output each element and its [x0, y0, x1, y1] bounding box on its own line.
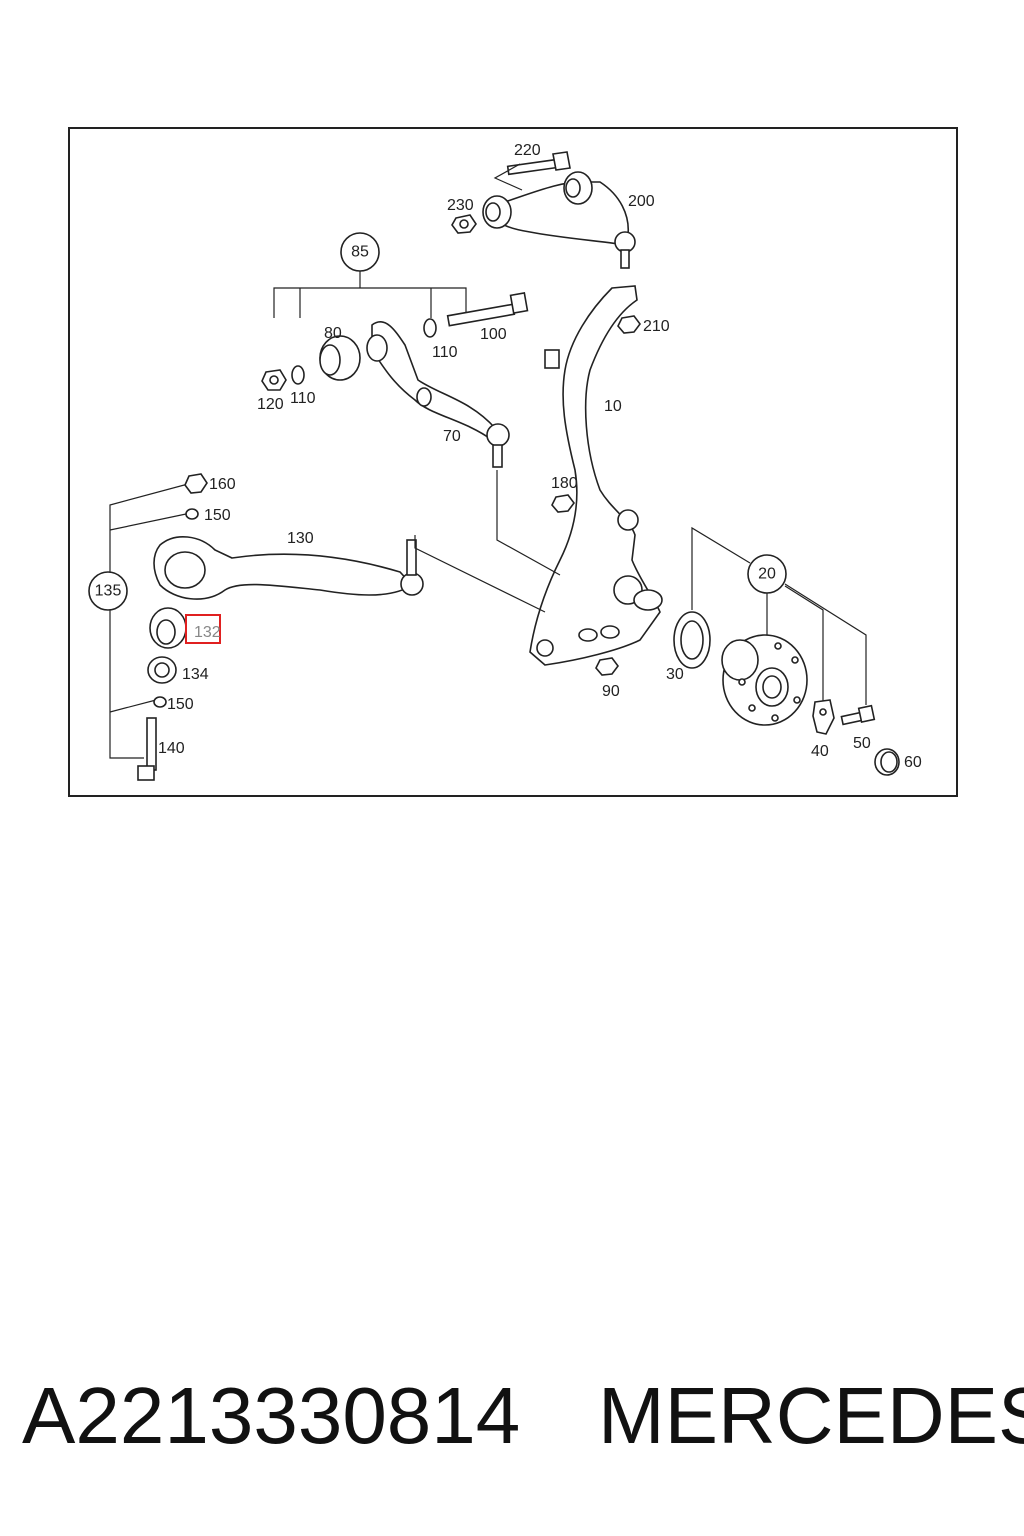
callout-132: 132 [194, 624, 221, 641]
bolt-50 [840, 704, 876, 726]
callout-220: 220 [514, 142, 541, 159]
part-number: A2213330814 [22, 1371, 521, 1460]
nut-230 [451, 214, 477, 234]
callout-135: 135 [95, 583, 122, 600]
callout-10: 10 [604, 398, 622, 415]
part-40 [812, 699, 835, 735]
callout-30: 30 [666, 666, 684, 683]
callout-90: 90 [602, 683, 620, 700]
callout-230: 230 [447, 197, 474, 214]
callout-110-left: 110 [290, 390, 316, 407]
callout-20: 20 [758, 566, 776, 583]
nut-160 [184, 473, 208, 494]
wheel-hub [721, 634, 808, 726]
callout-150-top: 150 [204, 507, 231, 524]
washer-110-left [291, 365, 305, 385]
callout-160: 160 [209, 476, 236, 493]
callout-80: 80 [324, 325, 342, 342]
bolt-140 [137, 717, 157, 781]
nut-90 [595, 657, 619, 676]
nut-210 [617, 315, 641, 334]
footer: A2213330814 MERCEDES [0, 1370, 1024, 1470]
callout-134: 134 [182, 666, 209, 683]
callout-100: 100 [480, 326, 507, 343]
washer-150-top [185, 508, 199, 520]
callout-200: 200 [628, 193, 655, 210]
cap-60 [874, 748, 900, 776]
nut-180 [551, 494, 575, 513]
bolt-100 [446, 291, 529, 327]
highlight-box-132 [185, 614, 221, 644]
callout-120: 120 [257, 396, 284, 413]
callout-210: 210 [643, 318, 670, 335]
callout-130: 130 [287, 530, 314, 547]
callout-140: 140 [158, 740, 185, 757]
brand-name: MERCEDES [598, 1371, 1024, 1460]
washer-110-right [423, 318, 437, 338]
bushing-132 [149, 607, 187, 649]
callout-50: 50 [853, 735, 871, 752]
upper-arm-70 [366, 321, 510, 468]
callout-85: 85 [351, 244, 369, 261]
steering-knuckle-10 [529, 285, 663, 666]
callout-60: 60 [904, 754, 922, 771]
washer-150-bottom [153, 696, 167, 708]
callout-110-right: 110 [432, 344, 458, 361]
lower-arm-130 [153, 535, 424, 600]
callout-40: 40 [811, 743, 829, 760]
callout-180: 180 [551, 475, 578, 492]
nut-120 [261, 369, 287, 391]
group-135-circle [88, 571, 128, 611]
callout-150-bottom: 150 [167, 696, 194, 713]
upper-control-arm [482, 171, 636, 269]
bushing-80 [319, 335, 361, 381]
diagram-frame [68, 127, 958, 797]
bushing-134 [147, 656, 177, 684]
suspension-parts-diagram: 85 135 20 220 230 200 80 110 100 120 110… [68, 127, 958, 797]
callout-70: 70 [443, 428, 461, 445]
seal-30 [673, 611, 711, 669]
